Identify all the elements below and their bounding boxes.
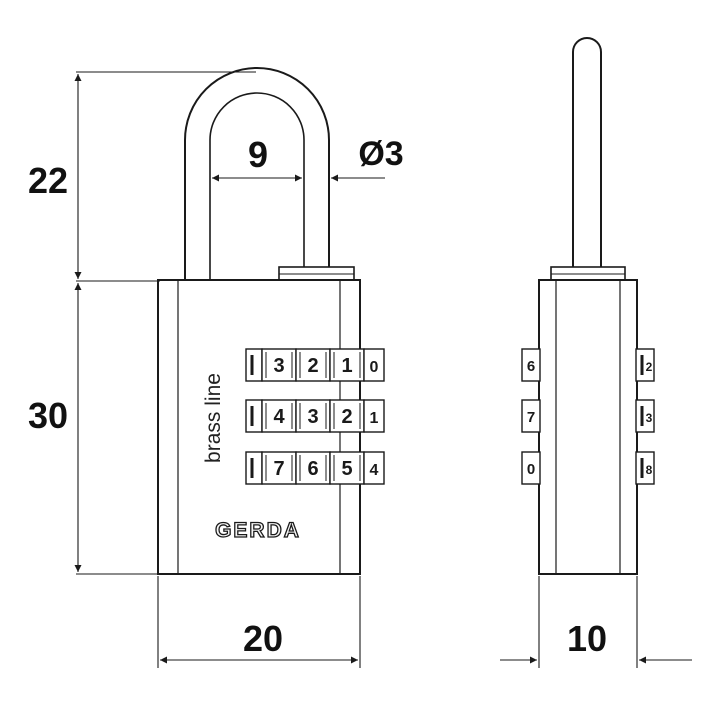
dial-wheel[interactable] bbox=[329, 348, 365, 382]
shackle-inner bbox=[209, 92, 305, 280]
dial-digit: 3 bbox=[273, 355, 284, 377]
dial-digit: 4 bbox=[273, 406, 285, 428]
side-body bbox=[538, 279, 638, 575]
dial-digit: 0 bbox=[370, 359, 379, 376]
side-dial-digit-right: 8 bbox=[646, 463, 653, 477]
dial-wheel[interactable] bbox=[363, 451, 385, 485]
dim-body-depth: 10 bbox=[567, 618, 607, 659]
dial-wheel-edge bbox=[245, 399, 263, 433]
dial-digit: 2 bbox=[341, 406, 352, 428]
side-dial-digit-left: 6 bbox=[527, 358, 535, 375]
dial-wheel[interactable] bbox=[363, 348, 385, 382]
dial-digit: 5 bbox=[341, 458, 352, 480]
dim-shackle-diameter: Ø3 bbox=[358, 135, 403, 173]
dial-wheel[interactable] bbox=[295, 348, 331, 382]
brand-logo: GERDA bbox=[215, 519, 301, 542]
dial-wheel-edge bbox=[245, 451, 263, 485]
side-dial-digit-left: 7 bbox=[527, 409, 535, 426]
dim-body-width: 20 bbox=[243, 618, 283, 659]
side-dial-digit-right: 3 bbox=[646, 411, 653, 425]
series-label: brass line bbox=[202, 373, 225, 463]
dial-row: 3 2 1 0 bbox=[245, 348, 385, 382]
dial-wheel[interactable] bbox=[329, 399, 365, 433]
dial-digit: 4 bbox=[370, 462, 379, 479]
dimension-lines bbox=[74, 71, 692, 668]
dial-digit: 2 bbox=[307, 355, 318, 377]
side-shackle bbox=[572, 37, 602, 282]
dial-wheel[interactable] bbox=[261, 451, 297, 485]
shackle-outer bbox=[184, 67, 330, 280]
dial-digit: 6 bbox=[307, 458, 318, 480]
dimension-labels: 22 30 9 Ø3 20 10 bbox=[28, 134, 607, 659]
dial-row: 7 6 5 4 bbox=[245, 451, 385, 485]
dial-wheel[interactable] bbox=[363, 399, 385, 433]
dim-shackle-height: 22 bbox=[28, 160, 68, 201]
dial-digit: 7 bbox=[273, 458, 284, 480]
dial-wheel-edge bbox=[245, 348, 263, 382]
dim-shackle-inner-width: 9 bbox=[248, 134, 268, 175]
dial-digit: 1 bbox=[370, 410, 379, 427]
side-dial-digit-left: 0 bbox=[527, 461, 535, 478]
side-dial-left bbox=[521, 399, 541, 433]
dial-digit: 3 bbox=[307, 406, 318, 428]
dial-wheel[interactable] bbox=[261, 348, 297, 382]
side-dial-left bbox=[521, 451, 541, 485]
dial-digit: 1 bbox=[341, 355, 352, 377]
side-dial-digit-right: 2 bbox=[646, 360, 653, 374]
dim-body-height: 30 bbox=[28, 395, 68, 436]
side-dial-left bbox=[521, 348, 541, 382]
